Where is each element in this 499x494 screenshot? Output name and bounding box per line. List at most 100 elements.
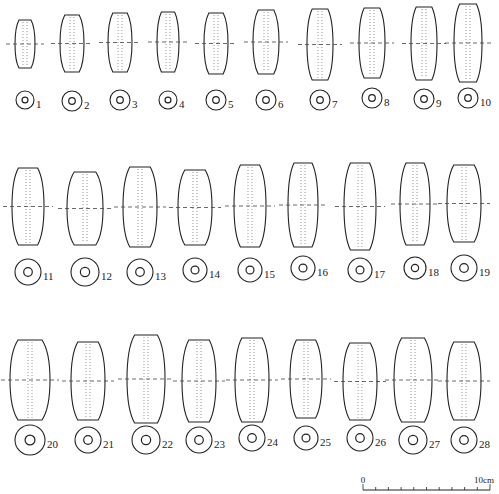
bead-end-view xyxy=(16,91,34,109)
bead-hole xyxy=(411,264,418,271)
bead-hole xyxy=(117,97,124,104)
bead-hole xyxy=(369,95,376,102)
center-line xyxy=(334,381,386,382)
perforation-line xyxy=(118,15,119,70)
perforation-line xyxy=(144,337,145,421)
bead-end-view xyxy=(110,90,130,110)
center-line xyxy=(99,42,141,43)
scale-label: 10cm xyxy=(474,474,494,486)
callout-number: 8 xyxy=(384,96,390,108)
bead-end-view xyxy=(310,90,330,110)
bead-end-view xyxy=(291,256,315,280)
callout-number: 26 xyxy=(375,436,386,448)
bead-side-view xyxy=(15,20,35,68)
scale-tick xyxy=(451,487,452,490)
bead-hole xyxy=(263,97,270,104)
center-line xyxy=(385,380,441,381)
perforation-line xyxy=(264,12,265,72)
bead-end-view xyxy=(294,426,318,450)
callout-number: 25 xyxy=(320,436,331,448)
callout-number: 20 xyxy=(47,438,58,450)
callout-number: 16 xyxy=(317,266,328,278)
callout-number: 5 xyxy=(228,98,234,110)
callout-number: 24 xyxy=(267,436,278,448)
center-line xyxy=(438,203,490,204)
callout-number: 28 xyxy=(479,438,490,450)
scale-tick xyxy=(439,487,440,490)
scale-tick xyxy=(388,487,389,490)
bead-end-view xyxy=(451,255,477,281)
perforation-line xyxy=(318,11,319,78)
perforation-line xyxy=(30,170,31,243)
bead-end-view xyxy=(159,91,177,109)
bead-hole xyxy=(80,267,89,276)
center-line xyxy=(6,44,44,45)
bead-end-view xyxy=(183,258,207,282)
scale-tick xyxy=(401,487,402,490)
callout-number: 2 xyxy=(84,99,90,111)
callout-number: 19 xyxy=(479,266,490,278)
bead-hole xyxy=(191,266,199,274)
perforation-line xyxy=(308,342,309,416)
callout-number: 1 xyxy=(36,98,42,110)
bead-hole xyxy=(246,266,254,274)
bead-end-view xyxy=(256,90,276,110)
center-line xyxy=(195,43,237,44)
bead-hole xyxy=(299,264,307,272)
perforation-line xyxy=(28,342,29,418)
bead-end-view xyxy=(71,258,99,286)
callout-number: 7 xyxy=(332,98,338,110)
center-line xyxy=(114,207,166,208)
bead-end-view xyxy=(15,425,45,455)
callout-number: 12 xyxy=(101,270,112,282)
bead-end-view xyxy=(75,427,101,453)
callout-number: 23 xyxy=(214,438,225,450)
bead-hole xyxy=(213,97,220,104)
bead-end-view xyxy=(399,426,427,454)
scale-tick xyxy=(464,487,465,490)
bead-hole xyxy=(165,97,171,103)
center-line xyxy=(244,42,288,43)
perforation-line xyxy=(305,165,306,245)
bead-end-view xyxy=(239,425,265,451)
bead-hole xyxy=(421,96,428,103)
scale-tick xyxy=(375,487,376,490)
bead-end-view xyxy=(348,258,372,282)
perforation-line xyxy=(252,167,253,245)
callout-number: 6 xyxy=(278,98,284,110)
bead-hole xyxy=(460,436,469,445)
bead-end-view xyxy=(127,259,153,285)
center-line xyxy=(225,206,275,207)
bead-side-view xyxy=(157,12,179,72)
bead-end-view xyxy=(206,90,226,110)
callout-number: 22 xyxy=(162,438,173,450)
bead-hole xyxy=(84,436,93,445)
center-line xyxy=(62,381,114,382)
bead-hole xyxy=(460,264,469,273)
bead-hole xyxy=(356,266,364,274)
center-line xyxy=(402,43,446,44)
bead-hole xyxy=(22,97,28,103)
center-line xyxy=(1,380,59,381)
bead-hole xyxy=(465,95,472,102)
callout-number: 18 xyxy=(428,266,439,278)
center-line xyxy=(445,43,491,44)
perforation-line xyxy=(417,165,418,243)
center-line xyxy=(51,43,93,44)
bead-hole xyxy=(302,434,310,442)
callout-number: 17 xyxy=(374,268,385,280)
center-line xyxy=(226,380,278,381)
bead-end-view xyxy=(132,426,160,454)
perforation-line xyxy=(370,10,371,76)
perforation-line xyxy=(214,15,215,72)
perforation-line xyxy=(362,165,363,248)
center-line xyxy=(3,206,53,207)
bead-end-view xyxy=(347,425,373,451)
center-line xyxy=(279,205,327,206)
center-line xyxy=(350,43,394,44)
center-line xyxy=(281,379,331,380)
bead-hole xyxy=(136,268,145,277)
bead-end-view xyxy=(186,427,212,453)
